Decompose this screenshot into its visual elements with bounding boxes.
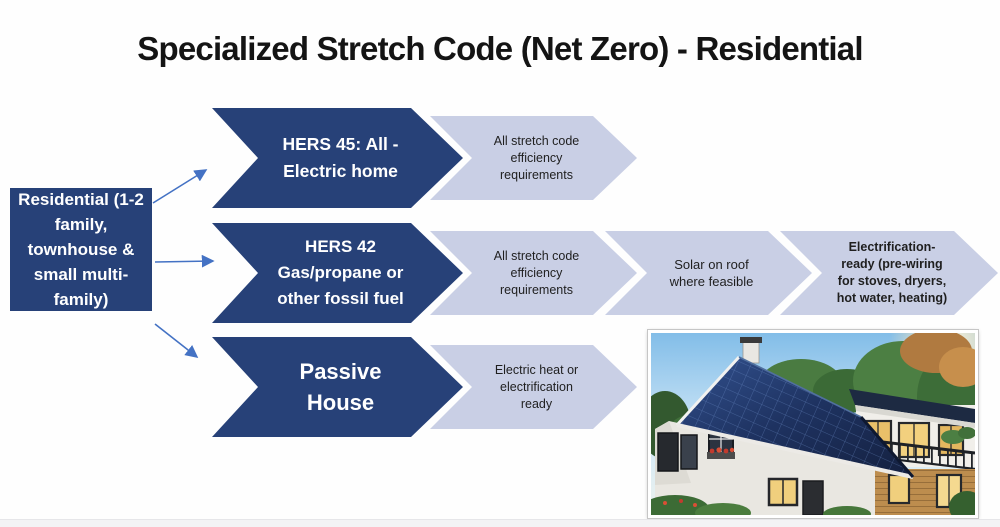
chevron-hers-42-label: HERS 42 Gas/propane or other fossil fuel — [277, 237, 404, 308]
chevron-passive-house-label: Passive House — [299, 359, 382, 415]
chevron-hers-42-step-2-label: Solar on roof where feasible — [669, 257, 754, 289]
bottom-strip — [0, 519, 1000, 527]
connector-arrow-top — [152, 169, 208, 204]
source-box-residential: Residential (1-2 family, townhouse & sma… — [10, 188, 152, 311]
chevron-hers-45-step-1: All stretch code efficiency requirements — [430, 116, 637, 200]
solar-roof — [675, 355, 915, 479]
chevron-hers-42: HERS 42 Gas/propane or other fossil fuel — [212, 223, 463, 323]
bushes — [651, 491, 975, 515]
chevron-hers-45-step-1-label: All stretch code efficiency requirements — [493, 133, 580, 182]
wood-siding — [875, 469, 975, 515]
chevron-passive-house: Passive House — [212, 337, 463, 437]
chevron-hers-42-step-3-label: Electrification- ready (pre-wiring for s… — [836, 240, 948, 305]
house-photo — [647, 329, 979, 519]
slide-title: Specialized Stretch Code (Net Zero) - Re… — [137, 30, 863, 67]
chimney — [740, 337, 762, 364]
connector-arrow-middle — [154, 254, 215, 268]
chevron-hers-45-label: HERS 45: All - Electric home — [282, 134, 399, 181]
chevron-hers-45: HERS 45: All - Electric home — [212, 108, 463, 208]
chevron-passive-house-step-1-label: Electric heat or electrification ready — [494, 362, 579, 411]
chevron-hers-42-step-1-label: All stretch code efficiency requirements — [493, 248, 580, 297]
connector-arrow-bottom — [154, 323, 199, 358]
source-box-label: Residential (1-2 family, townhouse & sma… — [18, 190, 144, 309]
chevron-hers-42-step-3: Electrification- ready (pre-wiring for s… — [780, 231, 998, 315]
